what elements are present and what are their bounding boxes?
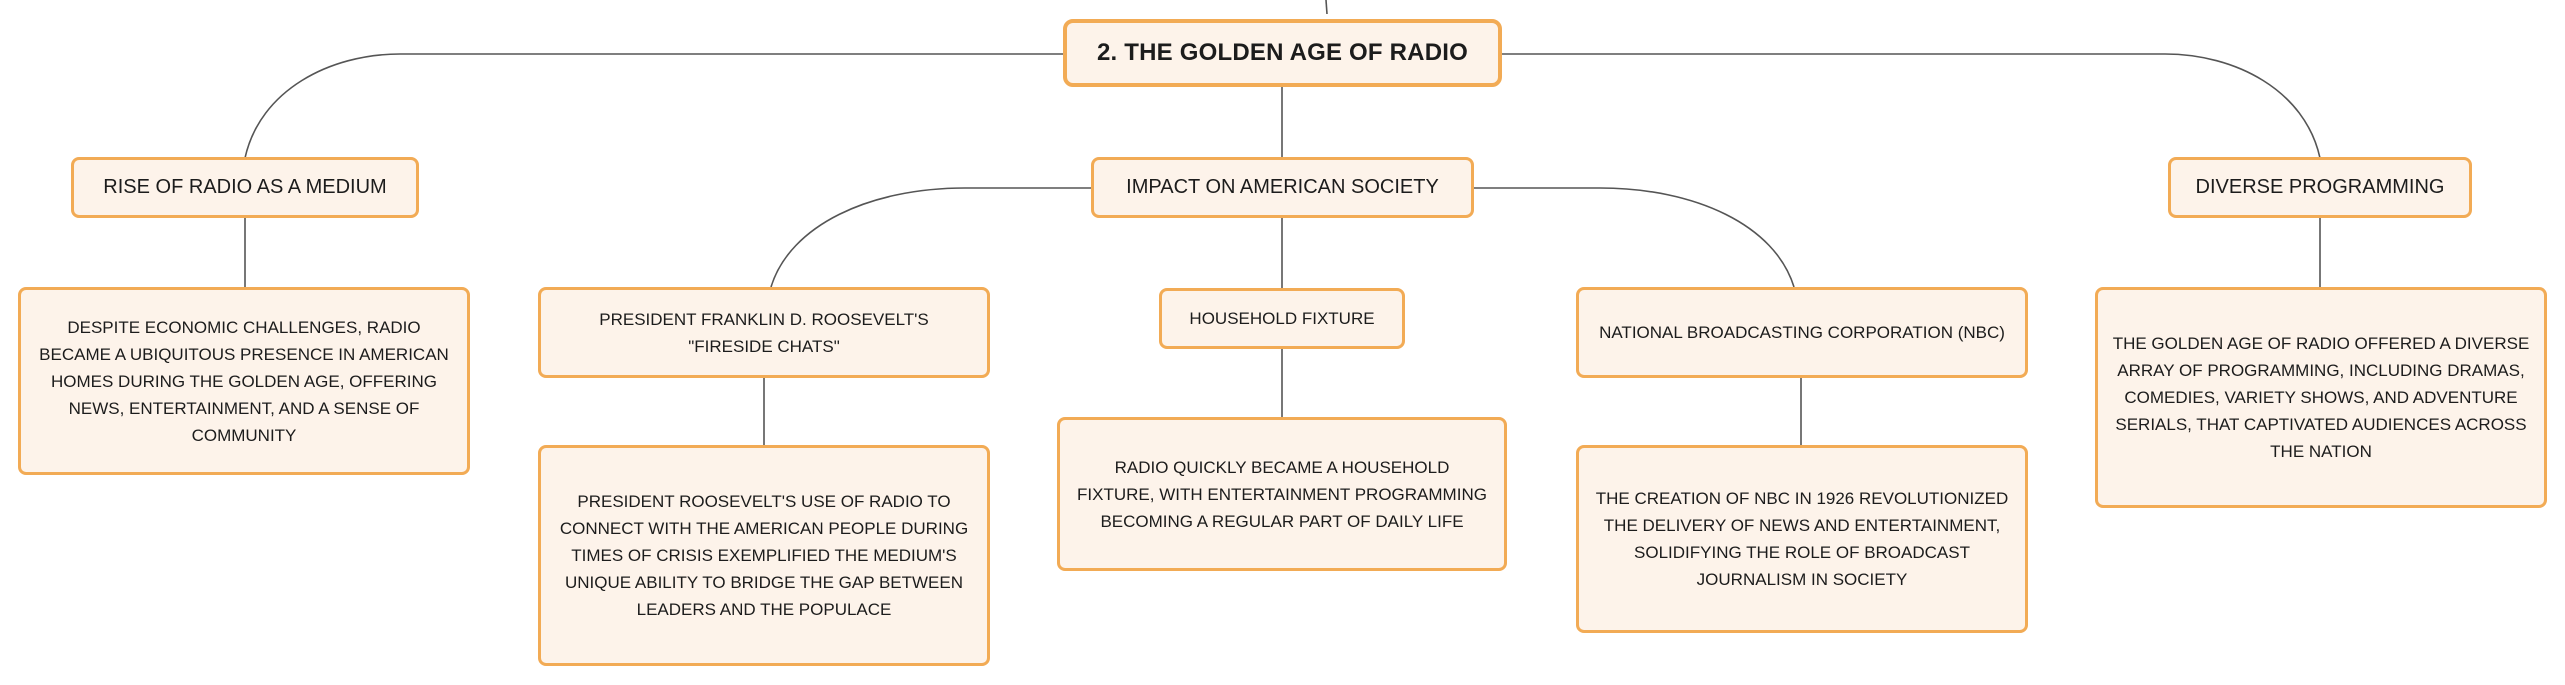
detail-fireside-chats-text: PRESIDENT ROOSEVELT'S USE OF RADIO TO CO…	[559, 492, 969, 619]
detail-diverse-programming[interactable]: THE GOLDEN AGE OF RADIO OFFERED A DIVERS…	[2095, 287, 2547, 508]
detail-diverse-programming-text: THE GOLDEN AGE OF RADIO OFFERED A DIVERS…	[2112, 334, 2530, 461]
branch-rise-of-radio-label: RISE OF RADIO AS A MEDIUM	[103, 176, 387, 198]
topic-household-fixture-label: HOUSEHOLD FIXTURE	[1189, 309, 1375, 328]
root-node-label: 2. THE GOLDEN AGE OF RADIO	[1096, 39, 1468, 66]
detail-nbc-text: THE CREATION OF NBC IN 1926 REVOLUTIONIZ…	[1595, 489, 2009, 589]
topic-nbc-label: NATIONAL BROADCASTING CORPORATION (NBC)	[1599, 323, 2005, 342]
detail-rise-of-radio[interactable]: DESPITE ECONOMIC CHALLENGES, RADIO BECAM…	[18, 287, 470, 475]
branch-rise-of-radio[interactable]: RISE OF RADIO AS A MEDIUM	[71, 157, 419, 218]
detail-household-fixture-text: RADIO QUICKLY BECAME A HOUSEHOLD FIXTURE…	[1077, 457, 1487, 531]
root-node[interactable]: 2. THE GOLDEN AGE OF RADIO	[1063, 19, 1502, 87]
detail-nbc[interactable]: THE CREATION OF NBC IN 1926 REVOLUTIONIZ…	[1576, 445, 2028, 633]
topic-nbc[interactable]: NATIONAL BROADCASTING CORPORATION (NBC)	[1576, 287, 2028, 378]
detail-rise-of-radio-text: DESPITE ECONOMIC CHALLENGES, RADIO BECAM…	[39, 317, 449, 445]
branch-diverse-programming[interactable]: DIVERSE PROGRAMMING	[2168, 157, 2472, 218]
branch-impact-on-society-label: IMPACT ON AMERICAN SOCIETY	[1126, 176, 1439, 198]
detail-fireside-chats[interactable]: PRESIDENT ROOSEVELT'S USE OF RADIO TO CO…	[538, 445, 990, 666]
branch-impact-on-society[interactable]: IMPACT ON AMERICAN SOCIETY	[1091, 157, 1474, 218]
topic-fireside-chats-label: PRESIDENT FRANKLIN D. ROOSEVELT'S "FIRES…	[599, 309, 929, 356]
branch-diverse-programming-label: DIVERSE PROGRAMMING	[2195, 176, 2445, 198]
connector-impact-nbc	[1474, 187, 1795, 288]
connector-parent-root	[1325, 0, 1328, 15]
connector-root-rise	[244, 53, 1063, 159]
topic-fireside-chats[interactable]: PRESIDENT FRANKLIN D. ROOSEVELT'S "FIRES…	[538, 287, 990, 378]
connector-root-programming	[1502, 53, 2321, 159]
topic-household-fixture[interactable]: HOUSEHOLD FIXTURE	[1159, 288, 1405, 349]
detail-household-fixture[interactable]: RADIO QUICKLY BECAME A HOUSEHOLD FIXTURE…	[1057, 417, 1507, 571]
connector-impact-fdr	[770, 187, 1091, 288]
